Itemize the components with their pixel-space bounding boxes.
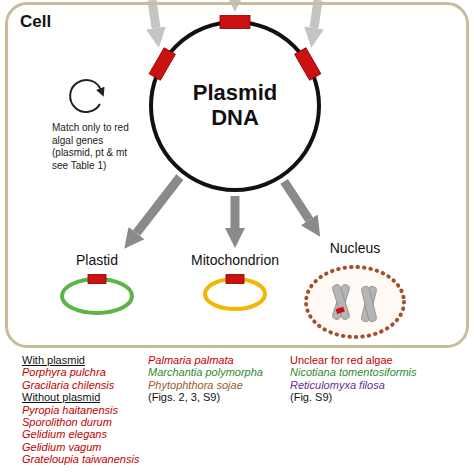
gene-block <box>295 48 321 80</box>
group-heading: Unclear for red algae <box>290 354 393 366</box>
plastid-genome <box>62 279 132 313</box>
figure-reference: (Fig. S9) <box>290 391 332 403</box>
organelle-shape <box>202 272 268 312</box>
gene-block <box>88 275 106 284</box>
chromosome <box>361 286 377 323</box>
gene-block <box>149 48 175 80</box>
species-name: Reticulomyxa filosa <box>290 379 385 391</box>
self-loop-arrow <box>70 80 101 112</box>
plastid-node: Plastid <box>56 252 138 316</box>
species-name: Gelidium vagum <box>22 441 101 453</box>
transfer-arrow <box>231 196 240 228</box>
species-name: Porphyra pulchra <box>22 366 106 378</box>
cell-outline: CellPlasmid DNA Plastid Mitochondrion Nucle… <box>5 2 469 348</box>
species-name: Gelidium elegans <box>22 428 107 440</box>
species-name: Pyropia haitanensis <box>22 404 118 416</box>
transfer-arrow <box>284 181 309 220</box>
gene-block <box>336 307 345 314</box>
species-name: Nicotiana tomentosiformis <box>290 366 417 378</box>
organelle-shape <box>59 272 135 316</box>
nucleus-node: Nucleus <box>300 240 410 340</box>
plasmid-circle: Plasmid DNA <box>149 20 321 192</box>
species-name: Sporolithon durum <box>22 416 112 428</box>
species-name: Marchantia polymorpha <box>148 366 263 378</box>
chromosome <box>332 284 351 321</box>
note-text: Match only to red algal genes (plasmid, … <box>52 122 138 172</box>
species-name: Phytophthora sojae <box>148 379 243 391</box>
organelle-label: Nucleus <box>330 240 381 256</box>
transfer-arrow <box>137 177 180 233</box>
species-name: Gracilaria chilensis <box>22 379 114 391</box>
group-heading: Without plasmid <box>22 391 100 403</box>
mitochondrion-node: Mitochondrion <box>188 252 282 312</box>
organelle-shape <box>303 260 407 340</box>
gene-block <box>220 16 250 29</box>
chromosome <box>361 286 377 323</box>
nucleus-envelope <box>306 267 404 337</box>
cell-label: Cell <box>20 12 51 32</box>
chromosome <box>332 284 351 321</box>
organelle-label: Mitochondrion <box>191 252 279 268</box>
plasmid-label: Plasmid DNA <box>180 81 290 130</box>
species-name: Grateloupia taiwanensis <box>22 453 139 465</box>
species-name: Palmaria palmata <box>148 354 234 366</box>
plasmid-ring <box>151 22 319 190</box>
gene-block <box>226 275 244 284</box>
figure-reference: (Figs. 2, 3, S9) <box>148 391 220 403</box>
organelle-label: Plastid <box>76 252 118 268</box>
group-heading: With plasmid <box>22 354 85 366</box>
